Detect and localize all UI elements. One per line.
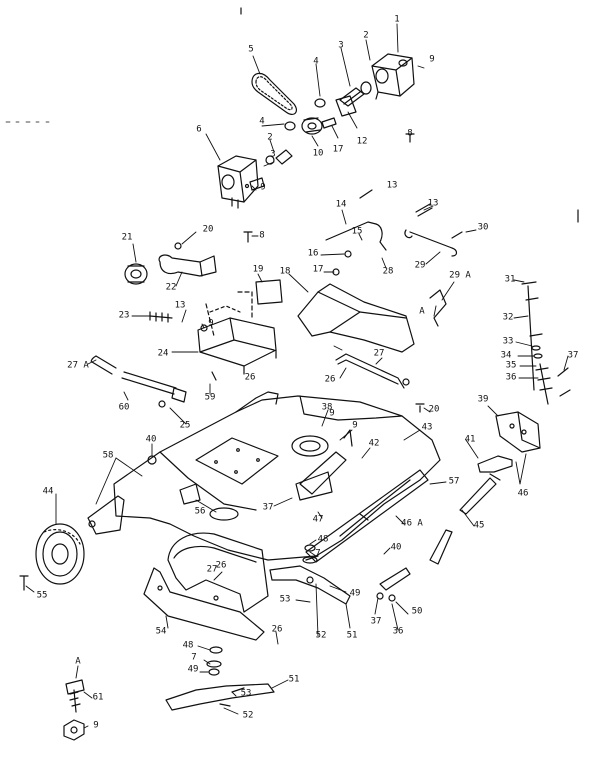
part-callout: 56 bbox=[194, 506, 206, 517]
part-callout: 48 bbox=[182, 640, 194, 651]
part-callout: 27 bbox=[373, 348, 385, 359]
part-callout: 9 bbox=[93, 720, 99, 731]
part-callout: 13 bbox=[386, 180, 398, 191]
part-callout: 30 bbox=[477, 222, 489, 233]
part-callout: 17 bbox=[332, 144, 344, 155]
part-callout: 42 bbox=[368, 438, 380, 449]
mower-deck-housing bbox=[113, 391, 441, 561]
part-callout: A bbox=[419, 306, 425, 317]
part-callout: 2 bbox=[267, 132, 273, 143]
part-callout: 16 bbox=[307, 248, 319, 259]
part-callout: 38 bbox=[321, 402, 333, 413]
part-callout: 26 bbox=[271, 624, 283, 635]
part-callout: 52 bbox=[242, 710, 254, 721]
part-callout: 27 A bbox=[67, 360, 89, 371]
part-callout: 9 bbox=[329, 408, 335, 419]
part-callout: 9 bbox=[352, 420, 358, 431]
part-callout: 26 bbox=[215, 560, 227, 571]
part-callout: 45 bbox=[473, 520, 485, 531]
part-callout: 53 bbox=[240, 688, 252, 699]
part-callout: 54 bbox=[155, 626, 167, 637]
part-callout: 17 bbox=[312, 264, 324, 275]
part-callout: 5 bbox=[248, 44, 254, 55]
part-callout: 6 bbox=[196, 124, 202, 135]
part-callout: 46 bbox=[517, 488, 529, 499]
right-gearbox bbox=[371, 53, 415, 100]
part-callout: 37 bbox=[262, 502, 274, 513]
part-callout: 44 bbox=[42, 486, 54, 497]
part-callout: 35 bbox=[505, 360, 517, 371]
part-callout: 9 bbox=[429, 54, 435, 65]
part-callout: 7 bbox=[315, 548, 321, 559]
part-callout: 40 bbox=[145, 434, 157, 445]
part-callout: 24 bbox=[157, 348, 169, 359]
part-callout: 51 bbox=[346, 630, 358, 641]
part-callout: 50 bbox=[411, 606, 423, 617]
part-callout: 33 bbox=[502, 336, 514, 347]
part-callout: 27 bbox=[206, 564, 218, 575]
part-callout: 9 bbox=[260, 182, 266, 193]
part-callout: 12 bbox=[356, 136, 368, 147]
part-callout: 36 bbox=[392, 626, 404, 637]
part-callout: 31 bbox=[504, 274, 516, 285]
part-callout: 39 bbox=[477, 394, 489, 405]
part-callout: 9 bbox=[208, 318, 214, 329]
part-callout: 28 bbox=[382, 266, 394, 277]
part-callout: 20 bbox=[202, 224, 214, 235]
part-callout: 26 bbox=[244, 372, 256, 383]
part-callout: 51 bbox=[288, 674, 300, 685]
part-callout: 13 bbox=[427, 198, 439, 209]
part-callout: 18 bbox=[279, 266, 291, 277]
part-callout: 60 bbox=[118, 402, 130, 413]
part-callout: 3 bbox=[270, 149, 276, 160]
part-callout: 14 bbox=[335, 199, 347, 210]
part-callout: 34 bbox=[500, 350, 512, 361]
part-callout: 26 bbox=[324, 374, 336, 385]
part-callout: 43 bbox=[421, 422, 433, 433]
part-callout: 8 bbox=[407, 128, 413, 139]
part-callout: 29 bbox=[414, 260, 426, 271]
part-callout: 36 bbox=[505, 372, 517, 383]
part-callout: 4 bbox=[259, 116, 265, 127]
part-callout: 37 bbox=[567, 350, 579, 361]
part-callout: 7 bbox=[191, 652, 197, 663]
part-callout: 37 bbox=[370, 616, 382, 627]
part-callout: 15 bbox=[351, 226, 363, 237]
part-callout: 13 bbox=[174, 300, 186, 311]
part-callout: 61 bbox=[92, 692, 104, 703]
part-callout: 46 A bbox=[401, 518, 423, 529]
part-callout: 40 bbox=[390, 542, 402, 553]
part-callout: 55 bbox=[36, 590, 48, 601]
part-callout: 25 bbox=[179, 420, 191, 431]
part-callout: 47 bbox=[312, 514, 324, 525]
part-callout: 53 bbox=[279, 594, 291, 605]
part-callout: 1 bbox=[394, 14, 400, 25]
part-callout: 10 bbox=[312, 148, 324, 159]
part-callout: 29 A bbox=[449, 270, 471, 281]
part-callout: 19 bbox=[252, 264, 264, 275]
part-callout: 58 bbox=[102, 450, 114, 461]
part-callout: 3 bbox=[338, 40, 344, 51]
part-callout: 22 bbox=[165, 282, 177, 293]
part-callout: 2 bbox=[363, 30, 369, 41]
left-gearbox bbox=[217, 155, 265, 209]
part-callout: 20 bbox=[428, 404, 440, 415]
part-callout: 57 bbox=[448, 476, 460, 487]
part-callout: 48 bbox=[317, 534, 329, 545]
part-callout: 49 bbox=[187, 664, 199, 675]
part-callout: 59 bbox=[204, 392, 216, 403]
part-callout: 4 bbox=[313, 56, 319, 67]
part-callout: 32 bbox=[502, 312, 514, 323]
part-callout: 23 bbox=[118, 310, 130, 321]
part-callout: 8 bbox=[259, 230, 265, 241]
part-callout: 41 bbox=[464, 434, 476, 445]
part-callout: 52 bbox=[315, 630, 327, 641]
part-callout: 49 bbox=[349, 588, 361, 599]
part-callout: 21 bbox=[121, 232, 133, 243]
part-callout: A bbox=[75, 656, 81, 667]
